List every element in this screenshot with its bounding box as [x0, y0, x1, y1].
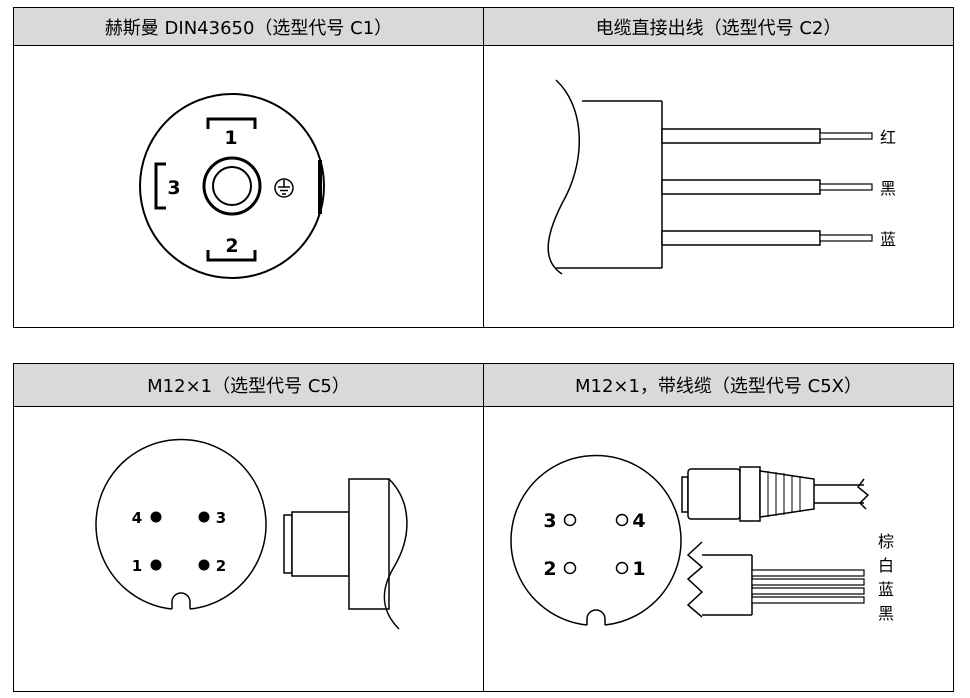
wire-label-red: 红	[880, 128, 896, 147]
pin3-bracket	[154, 162, 166, 210]
m12-key-notch	[171, 592, 191, 609]
pin1-label: 1	[224, 127, 237, 149]
m12x-pin4	[615, 513, 629, 527]
connector-table-bottom: M12×1（选型代号 C5） M12×1，带线缆（选型代号 C5X） 4 3 1…	[13, 363, 954, 692]
header-row-bottom: M12×1（选型代号 C5） M12×1，带线缆（选型代号 C5X）	[14, 364, 953, 407]
wire-red	[661, 128, 873, 144]
pin1-bracket	[206, 117, 257, 129]
connector-table-top: 赫斯曼 DIN43650（选型代号 C1） 电缆直接出线（选型代号 C2） 1 …	[13, 7, 954, 328]
din43650-diagram: 1 2 3	[139, 93, 325, 279]
wire-black	[661, 179, 873, 195]
m12x-pin2-label: 2	[543, 558, 556, 580]
m12-pin4	[150, 511, 162, 523]
pin2-bracket	[206, 250, 257, 262]
m12-side-view	[283, 478, 408, 630]
m12x-pin3-label: 3	[543, 510, 556, 532]
cell-c5x-diagram: 3 4 2 1	[483, 407, 953, 691]
header-c1: 赫斯曼 DIN43650（选型代号 C1）	[104, 17, 393, 39]
m12-pin1-label: 1	[132, 557, 142, 575]
connector-outline	[139, 93, 325, 279]
center-contact-outer	[202, 156, 262, 216]
header-c5: M12×1（选型代号 C5）	[147, 376, 350, 397]
cell-c2-diagram: 红 黑 蓝	[483, 46, 953, 327]
m12-pin1	[150, 559, 162, 571]
wire-label-blue: 蓝	[880, 230, 896, 249]
m12x-cable-wires	[686, 541, 865, 618]
m12-pin4-label: 4	[132, 509, 142, 527]
header-c2: 电缆直接出线（选型代号 C2）	[483, 8, 953, 45]
m12x-wire-label-black: 黑	[878, 604, 894, 623]
m12-pin2	[198, 559, 210, 571]
m12-pin3-label: 3	[216, 509, 226, 527]
m12x-pin3	[563, 513, 577, 527]
pin3-label: 3	[167, 177, 180, 199]
ground-icon	[274, 178, 294, 198]
m12x-pin2	[563, 561, 577, 575]
m12x-pin1-label: 1	[632, 558, 645, 580]
header-row-top: 赫斯曼 DIN43650（选型代号 C1） 电缆直接出线（选型代号 C2）	[14, 8, 953, 46]
m12-face-outline	[95, 438, 267, 610]
m12-pin2-label: 2	[216, 557, 226, 575]
m12-cable-diagram: 3 4 2 1	[510, 454, 894, 626]
m12x-wire-label-brown: 棕	[878, 532, 894, 551]
m12-diagram: 4 3 1 2	[95, 438, 408, 630]
m12x-connector-side-view	[681, 466, 870, 522]
cell-c1-diagram: 1 2 3	[14, 46, 483, 327]
header-c5x: M12×1，带线缆（选型代号 C5X）	[483, 364, 953, 406]
m12x-face-outline	[510, 454, 682, 626]
m12x-key-notch	[586, 609, 606, 625]
m12x-wire-label-blue: 蓝	[878, 580, 894, 599]
m12x-pin1	[615, 561, 629, 575]
wire-label-black: 黑	[880, 179, 896, 198]
center-contact-inner	[212, 166, 252, 206]
cable-direct-diagram: 红 黑 蓝	[547, 79, 896, 275]
wire-blue	[661, 230, 873, 246]
m12x-wire-label-white: 白	[878, 556, 894, 575]
housing-break-line	[547, 79, 581, 275]
m12-pin3	[198, 511, 210, 523]
cell-c5-diagram: 4 3 1 2	[14, 407, 483, 691]
pin2-label: 2	[225, 235, 238, 257]
m12x-pin4-label: 4	[632, 510, 645, 532]
